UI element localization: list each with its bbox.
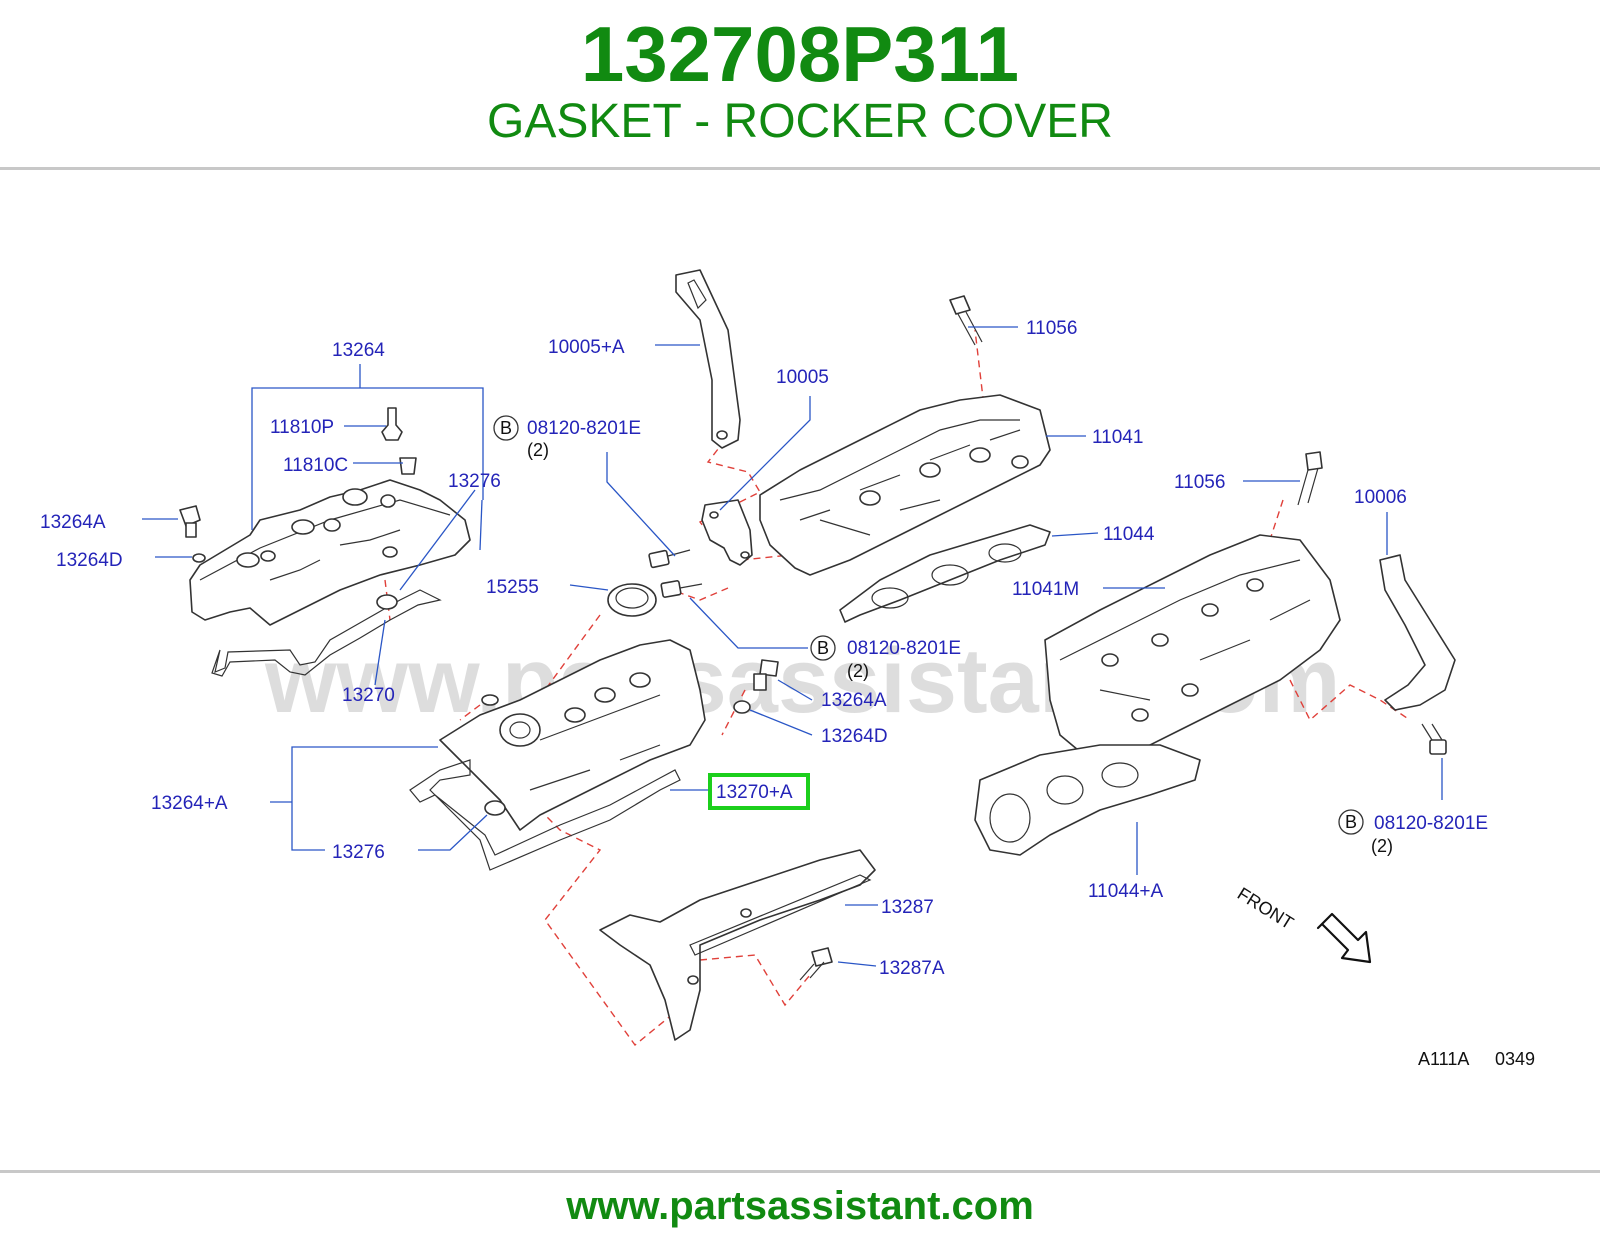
b-marker-3: B [1338,809,1364,835]
part-number-title: 132708P311 [580,10,1020,98]
callout-11041[interactable]: 11041 [1092,427,1143,448]
callout-13270[interactable]: 13270 [342,685,395,706]
head-bolt-11056-top [949,295,983,346]
bracket-10006 [1379,554,1456,711]
callout-08120-lower-qty: (2) [847,661,869,681]
callout-08120-right-qty: (2) [1371,836,1393,856]
bolt-13287a [799,947,833,981]
left-rocker-cover [179,407,471,677]
callout-11810c[interactable]: 11810C [283,455,348,476]
callout-10005a[interactable]: 10005+A [548,337,625,358]
callout-08120-upper[interactable]: 08120-8201E [527,418,641,439]
part-name-subtitle: GASKET - ROCKER COVER [487,95,1113,148]
callout-13287a[interactable]: 13287A [879,958,945,979]
callout-11056-top[interactable]: 11056 [1026,318,1077,339]
engine-cover-13287 [599,849,876,1041]
callout-13276-bottom[interactable]: 13276 [332,842,385,863]
callout-13270a-highlighted[interactable]: 13270+A [716,782,793,803]
svg-text:B: B [1345,812,1357,832]
callout-11810p[interactable]: 11810P [270,417,334,438]
callout-08120-right[interactable]: 08120-8201E [1374,813,1488,834]
diagram-reference: A111A 0349 [1418,1049,1535,1069]
b-marker-1: B [493,415,519,441]
callout-13264a-mid[interactable]: 13264A [821,690,887,711]
svg-text:B: B [817,638,829,658]
callout-11056-mid[interactable]: 11056 [1174,472,1225,493]
callout-11041m[interactable]: 11041M [1012,579,1079,600]
bolt-08120-right [1421,723,1447,755]
diagram-number: 0349 [1495,1049,1535,1069]
callout-11044[interactable]: 11044 [1103,524,1155,545]
leader-lines [142,326,1443,967]
callout-13287[interactable]: 13287 [881,897,934,918]
highlight-box-13270a [708,773,810,810]
bracket-10005 [675,269,753,566]
callout-15255[interactable]: 15255 [486,577,539,598]
callout-13264[interactable]: 13264 [332,340,385,361]
header-divider [0,167,1600,170]
callout-10005[interactable]: 10005 [776,367,829,388]
callout-11044a[interactable]: 11044+A [1088,881,1164,902]
front-direction-indicator: FRONT [1234,883,1372,964]
callout-13264d-mid[interactable]: 13264D [821,726,888,747]
callout-08120-upper-qty: (2) [527,440,549,460]
diagram-code: A111A [1418,1049,1469,1069]
head-gasket-11044a [974,744,1201,856]
callout-10006[interactable]: 10006 [1354,487,1407,508]
head-gasket-11044 [839,524,1051,623]
callout-13264plus-a[interactable]: 13264+A [151,793,228,814]
front-arrow-icon [1316,912,1372,964]
callout-13264d-left[interactable]: 13264D [56,550,123,571]
right-rocker-cover [409,583,779,871]
footer-website-link[interactable]: www.partsassistant.com [566,1184,1034,1228]
b-marker-2: B [810,635,836,661]
bolt-08120-lower [660,580,703,598]
footer-divider [0,1170,1600,1173]
callout-labels: 13264 11810P 11810C 13276 13264A 13264D … [40,318,1488,979]
callout-13264a-left[interactable]: 13264A [40,512,106,533]
svg-text:B: B [500,418,512,438]
head-bolt-11056-mid [1297,451,1323,506]
callout-13276-top[interactable]: 13276 [448,471,501,492]
bolt-08120-upper [648,549,691,569]
page-header: 132708P311 GASKET - ROCKER COVER [0,0,1600,168]
callout-08120-lower[interactable]: 08120-8201E [847,638,961,659]
front-label: FRONT [1234,883,1297,933]
cylinder-head-11041 [759,394,1051,576]
